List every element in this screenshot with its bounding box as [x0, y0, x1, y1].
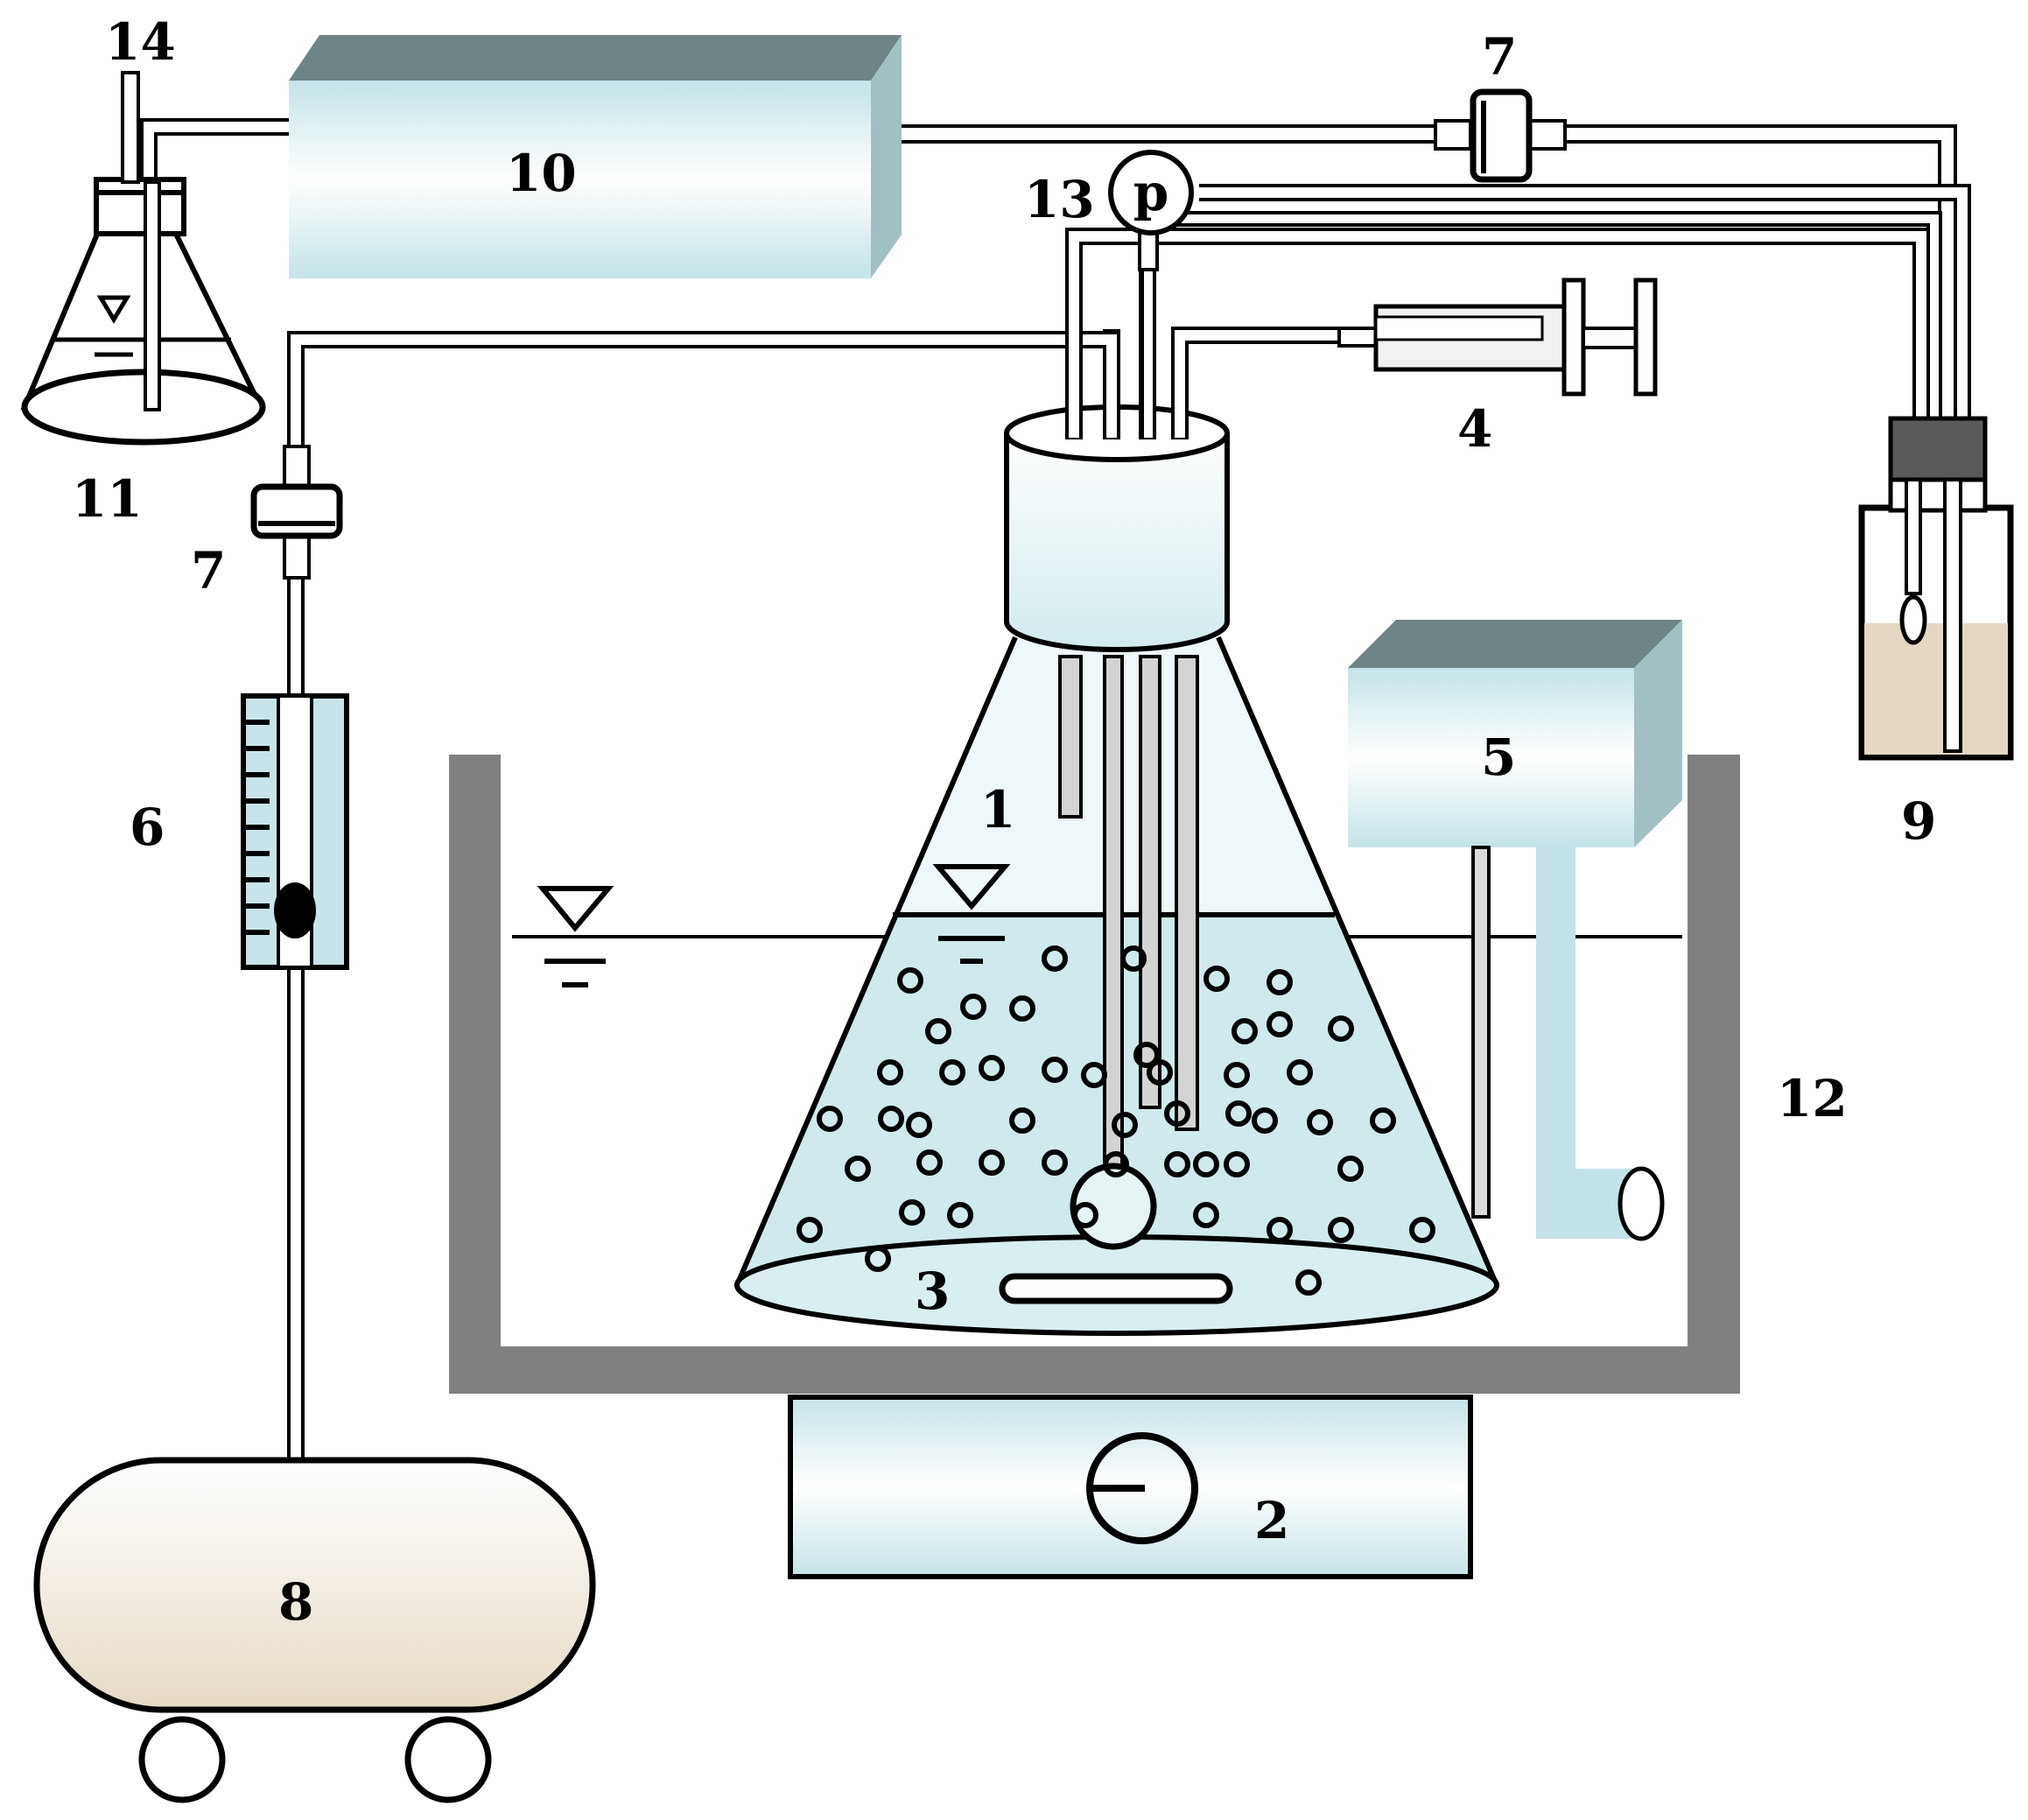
gauge-symbol: p [1133, 163, 1169, 222]
bubble [979, 1055, 1005, 1081]
label-filter-left: 7 [191, 541, 226, 601]
bubble [1103, 1151, 1129, 1177]
bubble [1287, 1059, 1313, 1086]
filter-top [1434, 88, 1567, 183]
bubble [817, 1106, 843, 1132]
bubble [1370, 1107, 1396, 1134]
short-gas-tube [1058, 655, 1083, 819]
label-sample-bottle: 9 [1901, 791, 1936, 851]
stir-bar [999, 1273, 1233, 1304]
gas-diffuser [1070, 1163, 1157, 1250]
vent-tube [121, 71, 140, 184]
bubble [1193, 1202, 1219, 1228]
bubble [1164, 1100, 1190, 1127]
bubble [865, 1246, 891, 1272]
bubble [1232, 1018, 1258, 1044]
bubble [1042, 1057, 1068, 1083]
bubble [1081, 1062, 1107, 1088]
bubble [1042, 1149, 1068, 1176]
bubbles [796, 945, 1435, 1296]
bubble [1224, 1062, 1250, 1088]
bubble [925, 1018, 951, 1044]
bottle-stopper [1888, 416, 1988, 482]
label-flask: 1 [980, 780, 1015, 840]
label-flowmeter: 6 [130, 798, 165, 857]
bubble [1009, 1107, 1035, 1134]
water-level-mark-flask [932, 864, 1011, 964]
label-trap-flask: 11 [72, 469, 143, 529]
bubble [1120, 945, 1147, 972]
wheel-right [404, 1716, 492, 1803]
label-box-10: 10 [506, 144, 577, 203]
wheel-left [138, 1716, 226, 1803]
bubble [1133, 1042, 1160, 1068]
bubble [960, 994, 986, 1020]
syringe [1337, 278, 1658, 397]
bubble [1224, 1151, 1250, 1177]
magnetic-stirrer [788, 1395, 1473, 1579]
label-stirrer: 2 [1254, 1491, 1289, 1550]
bubble [939, 1059, 965, 1086]
trap-flask [20, 71, 266, 446]
bubble [947, 1202, 973, 1228]
bubble [899, 1199, 925, 1226]
heater [1348, 620, 1682, 1241]
sample-bottle [1858, 416, 2014, 761]
bubble [1267, 969, 1293, 995]
pressure-gauge: p [1108, 150, 1194, 235]
label-heater: 5 [1481, 727, 1516, 787]
box-10 [289, 35, 902, 278]
sample-tube [1139, 655, 1161, 1109]
bubble [796, 1217, 823, 1243]
label-syringe: 4 [1457, 399, 1492, 459]
bubble [1164, 1151, 1190, 1177]
bubble [1252, 1107, 1278, 1134]
bubble [878, 1106, 904, 1132]
flowmeter [241, 693, 349, 970]
bubble [1307, 1109, 1333, 1135]
water-level-mark-bath [537, 886, 614, 987]
labels: 1 2 3 4 5 6 7 7 8 9 10 11 12 13 14 [72, 12, 1936, 1632]
bubble [1042, 945, 1068, 972]
bubble [1267, 1011, 1293, 1037]
bubble [1009, 995, 1035, 1022]
bubble [1328, 1217, 1354, 1243]
bubble [897, 967, 923, 994]
filter-left [250, 445, 343, 580]
bubble [877, 1059, 903, 1086]
bubble [1147, 1059, 1173, 1086]
label-pressure-gauge: 13 [1024, 170, 1095, 229]
flowmeter-float [274, 882, 316, 938]
bubble [1295, 1269, 1322, 1296]
air-tank [33, 1457, 596, 1803]
bubble [1203, 966, 1230, 992]
bubble [1267, 1217, 1293, 1243]
probe-tube [1175, 655, 1199, 1131]
bubble [1337, 1156, 1364, 1182]
heater-element [1536, 847, 1644, 1239]
water-level-mark-trap [95, 295, 133, 357]
bubble [1072, 1202, 1098, 1228]
label-air-tank: 8 [278, 1572, 313, 1632]
label-stir-bar: 3 [915, 1261, 950, 1321]
label-water-bath: 12 [1777, 1069, 1848, 1128]
bubble [916, 1149, 943, 1176]
reaction-flask [734, 404, 1499, 1336]
label-filter-top: 7 [1482, 27, 1517, 87]
bubble [979, 1149, 1005, 1176]
label-vent-tube: 14 [105, 12, 176, 72]
bubble [845, 1156, 871, 1182]
bubble [1112, 1112, 1138, 1138]
heater-probe [1471, 846, 1491, 1219]
bubble [1225, 1100, 1252, 1127]
aeration-tube [1103, 655, 1124, 1175]
bubble [906, 1112, 932, 1138]
bubble [1409, 1217, 1435, 1243]
bubble [1193, 1151, 1219, 1177]
bubble [1328, 1015, 1354, 1042]
